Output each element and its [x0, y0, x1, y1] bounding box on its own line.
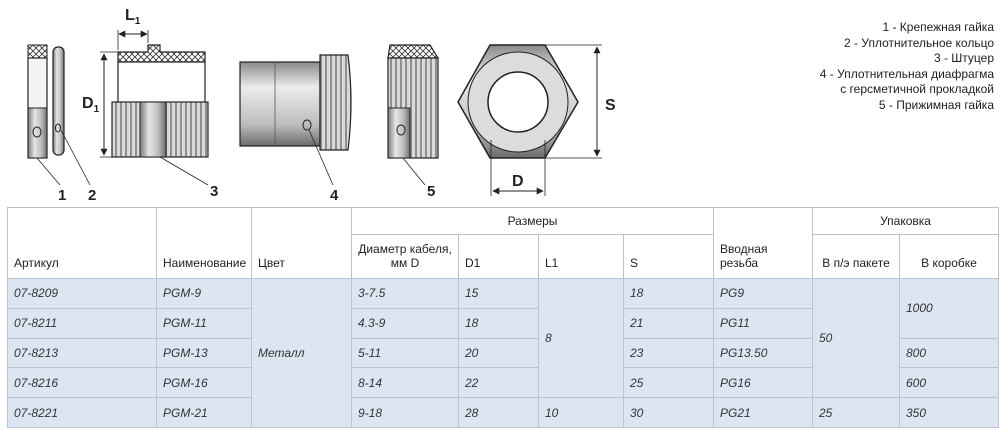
header-d1: D1	[458, 234, 539, 279]
header-box: В коробке	[898, 234, 1000, 279]
legend-item-5: 5 - Прижимная гайка	[878, 97, 994, 112]
cell-box: 600	[898, 367, 1000, 399]
spec-table: Артикул Наименование Цвет Размеры Вводна…	[7, 207, 1000, 428]
header-color: Цвет	[251, 207, 352, 279]
cell-box: 1000	[898, 278, 1000, 339]
header-thread: Вводная резьба	[713, 207, 813, 279]
cell-cable: 8-14	[351, 367, 459, 399]
callout-3: 3	[210, 183, 218, 200]
header-bag: В п/э пакете	[812, 234, 900, 279]
header-l1: L1	[538, 234, 624, 279]
cell-name: PGM-16	[156, 367, 252, 399]
header-name: Наименование	[156, 207, 252, 279]
cell-thread: PG11	[713, 307, 813, 339]
parts-legend: 1 - Крепежная гайка 2 - Уплотнительное к…	[664, 20, 994, 113]
cell-cable: 3-7.5	[351, 278, 459, 309]
cell-box: 800	[898, 337, 1000, 369]
cell-s: 23	[623, 337, 714, 369]
cell-l1: 8	[538, 277, 624, 399]
cell-article: 07-8209	[7, 278, 157, 309]
cell-d1: 20	[458, 337, 539, 369]
cell-l1: 10	[538, 397, 624, 428]
callout-2: 2	[88, 187, 96, 204]
front-view-hexagon	[457, 44, 602, 196]
part-3-union	[100, 30, 209, 186]
cell-s: 30	[623, 397, 714, 428]
cell-d1: 28	[458, 397, 539, 428]
table-row: 07-8221 PGM-21 9-18 28 10 30 PG21 25 350	[7, 397, 1000, 428]
cell-article: 07-8221	[7, 397, 157, 428]
header-cable-diameter: Диаметр кабеля,мм D	[351, 234, 459, 279]
cell-cable: 4.3-9	[351, 307, 459, 339]
cell-box: 350	[898, 397, 1000, 428]
cell-color: Металл	[251, 278, 352, 428]
table-row: 07-8209 PGM-9 Металл 3-7.5 15 8 18 PG9 5…	[7, 277, 1000, 428]
cell-article: 07-8216	[7, 367, 157, 399]
cell-article: 07-8213	[7, 337, 157, 369]
cell-name: PGM-11	[156, 307, 252, 339]
cell-s: 25	[623, 367, 714, 399]
callout-1: 1	[58, 187, 66, 204]
cell-cable: 5-11	[351, 337, 459, 369]
cell-d1: 18	[458, 307, 539, 339]
header-sizes: Размеры	[351, 207, 714, 235]
cell-thread: PG21	[713, 397, 813, 428]
part-2-sealing-ring	[52, 46, 91, 186]
cell-d1: 22	[458, 367, 539, 399]
cell-cable: 9-18	[351, 397, 459, 428]
legend-item-4: 4 - Уплотнительная диафрагма	[819, 66, 994, 81]
header-article: Артикул	[7, 207, 157, 279]
callout-5: 5	[427, 183, 435, 200]
cell-thread: PG13.50	[713, 337, 813, 369]
cell-name: PGM-13	[156, 337, 252, 369]
part-4-sealing-diaphragm	[239, 54, 352, 186]
callout-4: 4	[330, 187, 339, 204]
legend-item-1: 1 - Крепежная гайка	[882, 20, 994, 34]
dim-label-d1: D1	[82, 95, 100, 115]
part-1-fixing-nut	[27, 44, 61, 186]
cell-bag: 50	[812, 277, 900, 399]
dim-label-s: S	[605, 97, 616, 114]
cell-thread: PG9	[713, 278, 813, 309]
dim-label-l1: L1	[125, 7, 141, 27]
cell-d1: 15	[458, 278, 539, 309]
header-packaging: Упаковка	[811, 207, 1000, 235]
cell-bag: 25	[812, 397, 900, 428]
cell-s: 18	[623, 278, 714, 309]
table-row: 07-8216 PGM-16 8-14 22 25 PG16 600	[7, 367, 1000, 399]
technical-drawing: L1 D1 S D 1 2 3 4 5	[27, 7, 616, 204]
cell-thread: PG16	[713, 367, 813, 399]
dim-label-d: D	[512, 173, 524, 190]
header-s: S	[623, 234, 714, 279]
legend-item-4-cont: с герсметичной прокладкой	[840, 82, 994, 96]
part-5-clamping-nut	[387, 44, 440, 186]
legend-item-3: 3 - Штуцер	[933, 51, 994, 65]
cell-s: 21	[623, 307, 714, 339]
cell-name: PGM-21	[156, 397, 252, 428]
cell-name: PGM-9	[156, 278, 252, 309]
cell-article: 07-8211	[7, 307, 157, 339]
table-row: 07-8213 PGM-13 5-11 20 23 PG13.50 800	[7, 337, 1000, 369]
legend-item-2: 2 - Уплотнительное кольцо	[844, 35, 994, 50]
